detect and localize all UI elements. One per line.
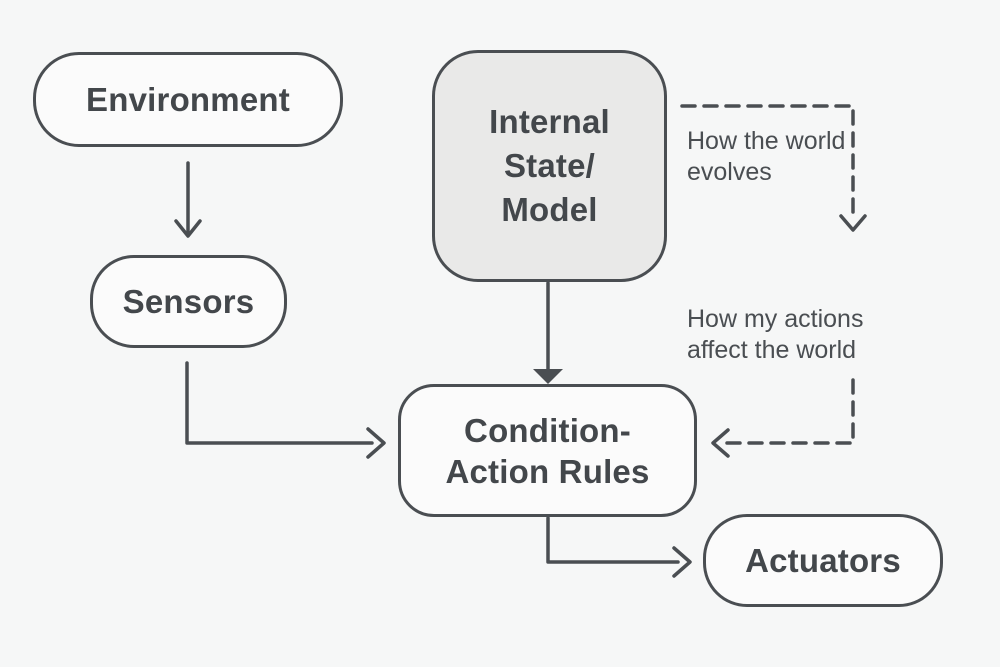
annotation-line: evolves bbox=[687, 158, 772, 186]
node-internal-state-model-line: Model bbox=[501, 191, 598, 228]
annotation-how-world-evolves: How the world evolves bbox=[687, 126, 845, 188]
arrowhead-right-icon bbox=[366, 427, 386, 459]
annotation-line: affect the world bbox=[687, 336, 857, 364]
node-internal-state-model-line: State/ bbox=[503, 147, 596, 184]
node-environment-label: Environment bbox=[86, 80, 290, 118]
node-actuators-label: Actuators bbox=[745, 541, 901, 579]
arrowhead-down-icon bbox=[174, 219, 202, 238]
edge-condition-action-rules-to-actuators bbox=[546, 516, 692, 578]
node-condition-action-rules-line: Action Rules bbox=[445, 452, 650, 490]
edge-sensors-to-condition-action-rules bbox=[185, 361, 386, 459]
annotation-line: How my actions bbox=[687, 305, 864, 333]
node-condition-action-rules: Condition- Action Rules bbox=[398, 384, 697, 517]
edge-internal-state-to-condition-action-rules bbox=[533, 281, 563, 384]
edge-how-world-evolves bbox=[680, 104, 867, 232]
annotation-how-actions-affect: How my actions affect the world bbox=[687, 304, 863, 366]
node-actuators: Actuators bbox=[703, 514, 943, 607]
node-sensors: Sensors bbox=[90, 255, 287, 348]
node-internal-state-model-line: Internal bbox=[489, 103, 610, 140]
node-internal-state-model: Internal State/ Model bbox=[432, 50, 667, 282]
arrowhead-right-icon bbox=[672, 546, 692, 578]
node-condition-action-rules-line: Condition- bbox=[464, 411, 631, 449]
arrowhead-left-icon bbox=[711, 428, 730, 458]
edge-how-actions-affect bbox=[711, 378, 855, 458]
annotation-line: How the world bbox=[687, 127, 846, 155]
arrowhead-triangle-icon bbox=[533, 369, 563, 384]
arrowhead-down-icon bbox=[839, 214, 867, 232]
node-sensors-label: Sensors bbox=[122, 282, 255, 320]
edge-environment-to-sensors bbox=[174, 161, 202, 238]
node-environment: Environment bbox=[33, 52, 343, 147]
